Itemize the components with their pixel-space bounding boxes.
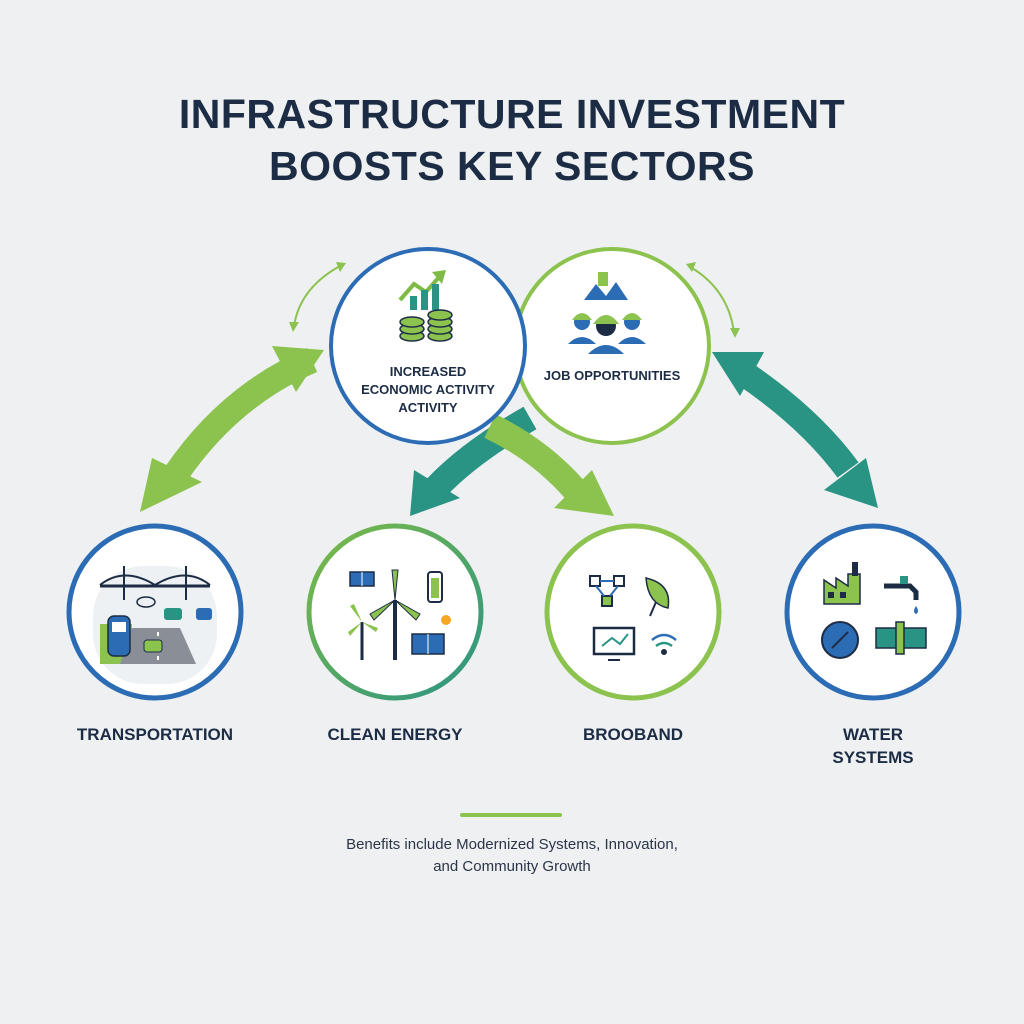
small-arrowhead-left-bottom [289, 322, 299, 332]
economic-label-line-1: INCREASED [389, 364, 467, 379]
small-arrow-right [691, 267, 735, 333]
arrowhead-economic-left [272, 346, 324, 392]
small-arrow-left [293, 265, 341, 327]
arrow-hubs-broadband [484, 414, 585, 499]
network-satellite-wifi-icon [589, 575, 677, 661]
arrowhead-broadband [554, 470, 614, 516]
water-systems-label: WATER SYSTEMS [763, 723, 983, 769]
arrowhead-transportation [140, 458, 202, 512]
broadband-circle [544, 523, 722, 701]
water-systems-label-line-1: WATER [842, 725, 904, 744]
arrowhead-clean-energy [410, 470, 460, 516]
page-title-line-2: BOOSTS KEY SECTORS [269, 143, 755, 189]
wind-solar-battery-icon [348, 569, 451, 660]
small-arrowhead-right-bottom [730, 328, 740, 338]
workers-group-icon [568, 272, 646, 354]
footer-text-line-1: Benefits include Modernized Systems, Inn… [346, 836, 678, 853]
job-opportunities-label: JOB OPPORTUNITIES [543, 368, 681, 383]
footer-text-line-2: and Community Growth [433, 858, 591, 875]
transportation-label: TRANSPORTATION [76, 725, 234, 744]
economic-label-line-2: ECONOMIC ACTIVITY [361, 382, 495, 397]
arrowhead-water [824, 458, 878, 508]
arrowhead-jobs-right [712, 352, 764, 396]
broadband-label: BROOBAND [582, 725, 684, 744]
growth-chart-coins-icon [398, 270, 453, 342]
arrow-jobs-clean-energy [426, 406, 537, 498]
water-systems-circle [784, 523, 962, 701]
small-arrowhead-left-top [336, 262, 346, 272]
footer-divider [460, 813, 562, 817]
bridge-train-road-icon [93, 566, 217, 684]
clean-energy-label: CLEAN ENERGY [327, 725, 463, 744]
page-title-line-1: INFRASTRUCTURE INVESTMENT [178, 91, 846, 137]
small-arrowhead-right-top [686, 262, 696, 272]
economic-activity-label: INCREASED ECONOMIC ACTIVITY ACTIVITY [338, 363, 518, 417]
economic-label-line-3: ACTIVITY [398, 400, 458, 415]
arrow-jobs-water [734, 361, 859, 478]
economic-circle [329, 247, 527, 445]
factory-faucet-pipe-icon [821, 562, 927, 659]
water-systems-label-line-2: SYSTEMS [832, 748, 914, 767]
